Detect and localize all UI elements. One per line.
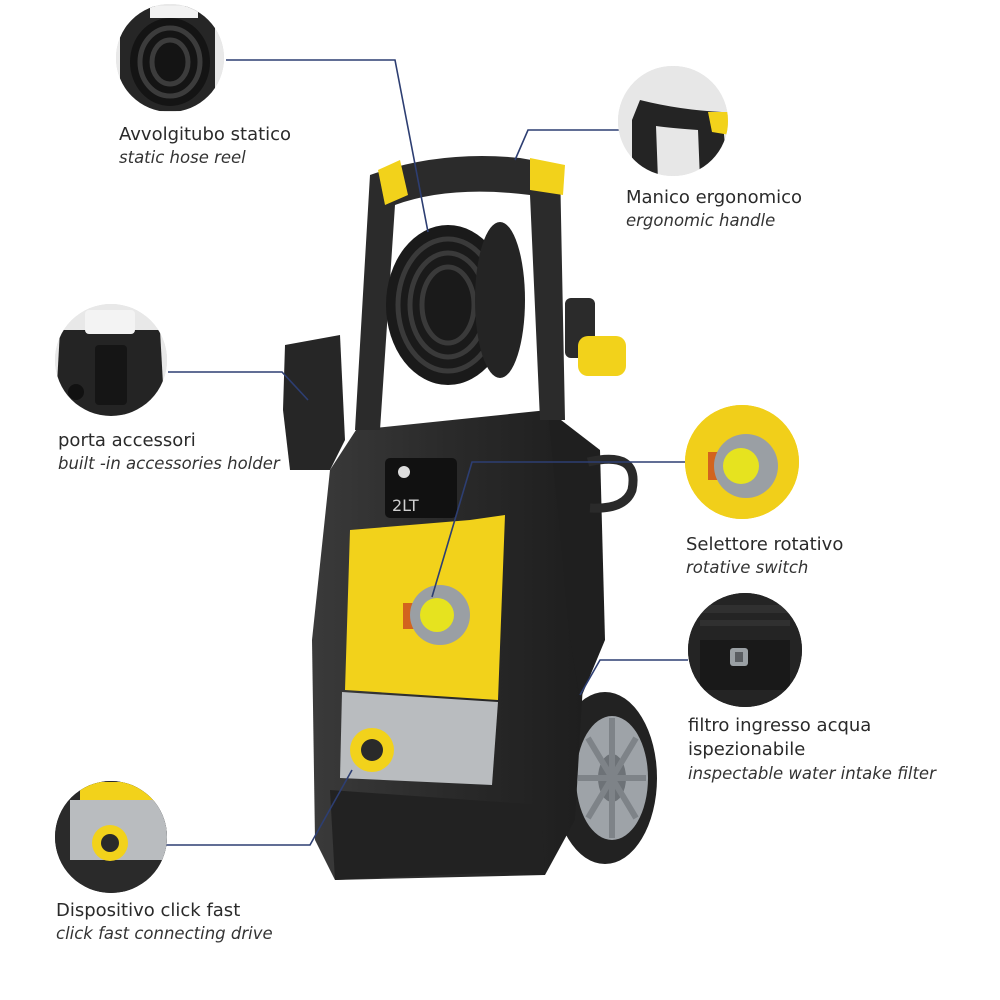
callout-subtitle: ergonomic handle	[626, 211, 776, 231]
callout-title: Selettore rotativo	[686, 534, 844, 555]
callout-title: filtro ingresso acqua ispezionabile	[688, 715, 872, 761]
detail-circle-switch	[685, 405, 799, 519]
callout-subtitle: rotative switch	[686, 558, 809, 578]
pressure-washer: 2LT	[283, 156, 657, 880]
callout-title: Manico ergonomico	[626, 187, 803, 208]
callout-switch: Selettore rotativo rotative switch	[686, 533, 843, 580]
leader-line-filter	[579, 659, 688, 696]
leader-line-click	[166, 769, 353, 846]
detail-circle-handle	[618, 66, 728, 176]
leader-line-switch	[431, 461, 686, 598]
rotary-switch[interactable]	[403, 585, 470, 645]
callout-subtitle: static hose reel	[119, 148, 246, 168]
accessory-holder	[283, 335, 345, 470]
callout-subtitle: inspectable water intake filter	[688, 763, 936, 783]
detail-circle-filter	[688, 593, 802, 707]
leader-line-handle	[514, 129, 620, 161]
callout-subtitle: built -in accessories holder	[58, 454, 280, 474]
callout-title: porta accessori	[58, 430, 196, 451]
callout-filter: filtro ingresso acqua ispezionabile insp…	[688, 714, 988, 785]
hose-reel	[386, 222, 525, 385]
leader-line-acc	[168, 371, 309, 401]
callout-click-fast: Dispositivo click fast click fast connec…	[56, 899, 273, 946]
callout-title: Dispositivo click fast	[56, 900, 241, 921]
callout-subtitle: click fast connecting drive	[56, 924, 273, 944]
model-badge: 2LT	[392, 496, 419, 515]
detail-circle-click	[55, 781, 167, 893]
leader-line-reel	[226, 59, 429, 233]
callout-title: Avvolgitubo statico	[119, 124, 292, 145]
callout-handle: Manico ergonomico ergonomic handle	[626, 186, 802, 233]
detail-circle-reel	[116, 4, 224, 112]
click-fast-connector[interactable]	[350, 728, 394, 772]
callout-reel: Avvolgitubo statico static hose reel	[119, 123, 291, 170]
leader-lines	[166, 59, 688, 846]
callout-accessories: porta accessori built -in accessories ho…	[58, 429, 288, 476]
detail-circle-accessories	[55, 304, 167, 416]
